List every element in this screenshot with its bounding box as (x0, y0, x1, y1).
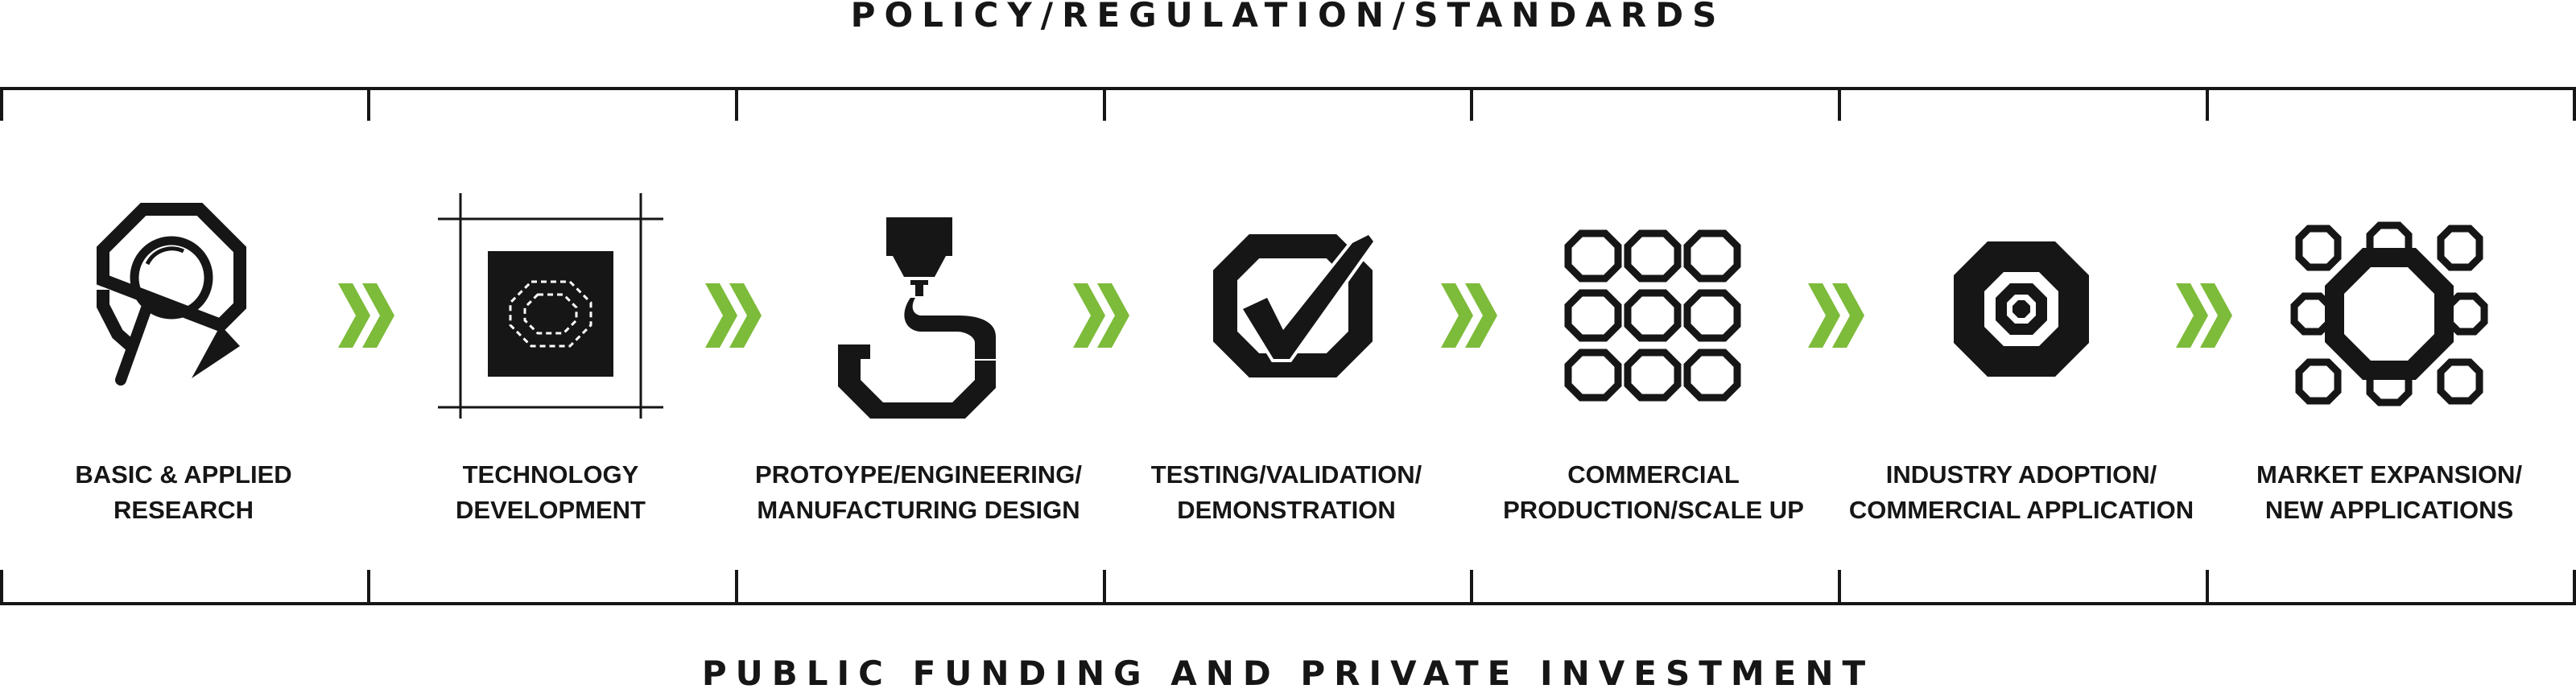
chevron-right-icon (705, 283, 762, 348)
stage-label-line: NEW APPLICATIONS (2264, 496, 2514, 524)
stage-label-line: RESEARCH (114, 496, 254, 524)
stage-label-line: PRODUCTION/SCALE UP (1503, 496, 1804, 524)
stage-label-line: DEMONSTRATION (1177, 496, 1396, 524)
stage-label-line: PROTOYPE/ENGINEERING/ (755, 460, 1082, 489)
stage-label-technology: TECHNOLOGY DEVELOPMENT (374, 457, 728, 528)
bottom-rail (0, 602, 2576, 605)
stage-label-line: BASIC & APPLIED (75, 460, 292, 489)
chevron-right-icon (338, 283, 394, 348)
bottom-tick (1103, 570, 1106, 602)
bottom-tick (0, 570, 3, 602)
top-tick (2573, 89, 2576, 121)
stage-label-line: DEVELOPMENT (456, 496, 646, 524)
top-tick (735, 89, 738, 121)
stage-label-line: TESTING/VALIDATION/ (1150, 460, 1422, 489)
top-tick (1103, 89, 1106, 121)
stage-label-testing: TESTING/VALIDATION/ DEMONSTRATION (1109, 457, 1463, 528)
bottom-tick (2206, 570, 2209, 602)
stage-label-line: MARKET EXPANSION/ (2256, 460, 2523, 489)
stage-label-line: MANUFACTURING DESIGN (757, 496, 1080, 524)
stage-label-line: COMMERCIAL (1567, 460, 1740, 489)
stage-label-line: TECHNOLOGY (462, 460, 639, 489)
checkmark-octagon-icon (1213, 230, 1377, 377)
stage-label-line: COMMERCIAL APPLICATION (1848, 496, 2194, 524)
chevron-right-icon (1441, 283, 1497, 348)
chevron-right-icon (1808, 283, 1864, 348)
magnifier-octagon-icon (97, 203, 246, 386)
top-tick (0, 89, 3, 121)
policy-banner: POLICY/REGULATION/STANDARDS (850, 0, 1726, 35)
chevron-right-icon (1073, 283, 1129, 348)
blueprint-octagon-icon (438, 193, 663, 419)
top-tick (367, 89, 370, 121)
stage-label-line: INDUSTRY ADOPTION/ (1885, 460, 2157, 489)
top-tick (2206, 89, 2209, 121)
stage-label-prototype: PROTOYPE/ENGINEERING/ MANUFACTURING DESI… (741, 457, 1096, 528)
funding-banner: PUBLIC FUNDING AND PRIVATE INVESTMENT (701, 654, 1875, 693)
concentric-octagons-icon (1954, 241, 2089, 377)
bottom-tick (367, 570, 370, 602)
octagon-cluster-icon (2290, 221, 2488, 406)
top-rail (0, 87, 2576, 90)
octagon-grid-icon (1564, 229, 1741, 402)
stage-label-research: BASIC & APPLIED RESEARCH (6, 457, 361, 528)
bottom-tick (735, 570, 738, 602)
crane-hook-icon (838, 217, 996, 419)
stage-label-production: COMMERCIAL PRODUCTION/SCALE UP (1476, 457, 1831, 528)
stage-label-expansion: MARKET EXPANSION/ NEW APPLICATIONS (2212, 457, 2566, 528)
bottom-tick (1838, 570, 1841, 602)
top-tick (1470, 89, 1473, 121)
top-tick (1838, 89, 1841, 121)
bottom-tick (2573, 570, 2576, 602)
bottom-tick (1470, 570, 1473, 602)
chevron-right-icon (2176, 283, 2232, 348)
stage-label-adoption: INDUSTRY ADOPTION/ COMMERCIAL APPLICATIO… (1844, 457, 2198, 528)
